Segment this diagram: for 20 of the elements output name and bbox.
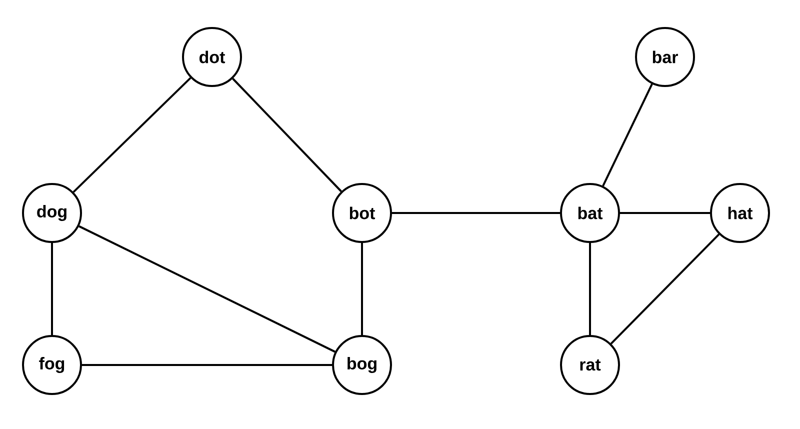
graph-node: dot bbox=[182, 27, 242, 87]
edge-line bbox=[392, 212, 560, 214]
graph-node: fog bbox=[22, 335, 82, 395]
edge-line bbox=[78, 225, 336, 353]
edge-line bbox=[51, 243, 53, 335]
edge-line bbox=[72, 77, 192, 193]
graph-node: hat bbox=[710, 183, 770, 243]
edge-line bbox=[232, 78, 342, 192]
graph-node: bat bbox=[560, 183, 620, 243]
edge-line bbox=[589, 243, 591, 335]
edge-line bbox=[620, 212, 710, 214]
edge-line bbox=[361, 243, 363, 335]
graph-node: bot bbox=[332, 183, 392, 243]
graph-node: bar bbox=[635, 27, 695, 87]
graph-node: rat bbox=[560, 335, 620, 395]
graph-node: dog bbox=[22, 183, 82, 243]
edge-line bbox=[602, 84, 653, 186]
edge-line bbox=[82, 364, 332, 366]
graph-node: bog bbox=[332, 335, 392, 395]
edge-line bbox=[610, 234, 720, 344]
